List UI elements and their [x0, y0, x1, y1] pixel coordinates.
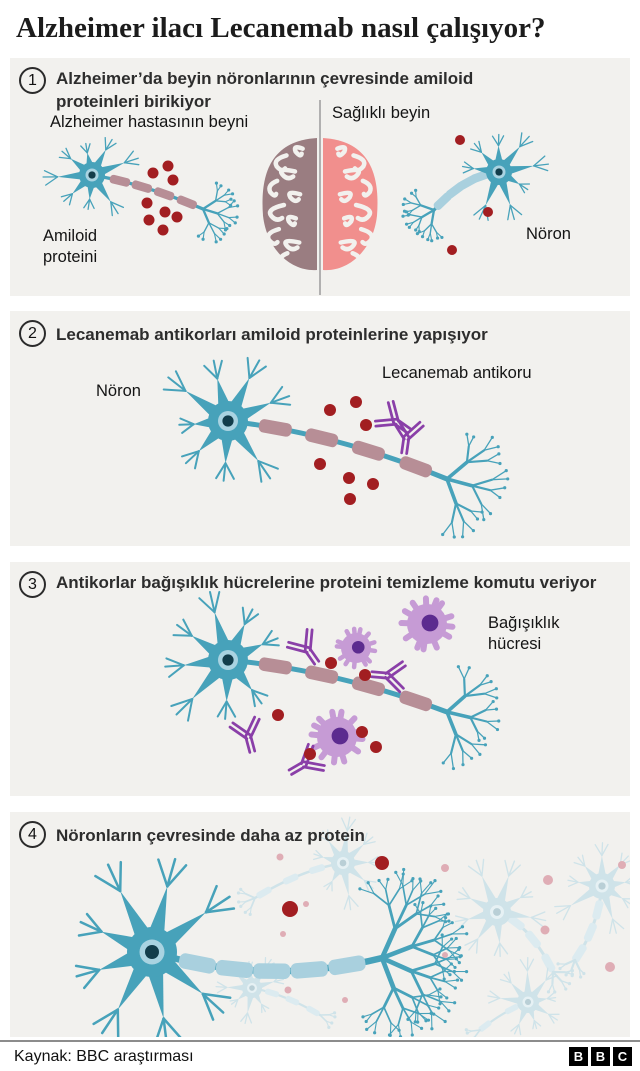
panel-1-illustration [10, 58, 550, 295]
neuron-illustration [74, 857, 469, 1037]
axon-segment [290, 961, 328, 979]
amyloid-dots [272, 657, 382, 760]
axon-segment [525, 930, 541, 949]
antibody-icon [287, 742, 326, 776]
bbc-logo-letter: B [591, 1047, 610, 1066]
axon-segment [433, 192, 452, 210]
step-2-badge: 2 [19, 320, 46, 347]
axon-segment [592, 900, 604, 920]
axon-segment [256, 886, 272, 899]
axon-segment [351, 440, 385, 461]
axon-segment [131, 180, 153, 193]
label-amyloid-protein: Amiloid proteini [43, 227, 98, 266]
page-title: Alzheimer ilacı Lecanemab nasıl çalışıyo… [16, 12, 546, 44]
axon-segment [583, 922, 597, 942]
amyloid-dots [447, 135, 493, 255]
footer-divider [0, 1040, 640, 1042]
panel-step-1: 1 Alzheimer’da beyin nöronlarının çevres… [10, 58, 630, 296]
axon-segment [308, 864, 325, 875]
antibody-icon [285, 627, 321, 666]
step-4-heading: Nöronların çevresinde daha az protein [56, 826, 365, 845]
step-3-heading: Antikorlar bağışıklık hücrelerine protei… [56, 573, 597, 592]
neuron-illustration [162, 356, 510, 539]
step-4-badge: 4 [19, 821, 46, 848]
panel-step-2: 2 Lecanemab antikorları amiloid proteinl… [10, 311, 630, 546]
step-1-heading: Alzheimer’da beyin nöronlarının çevresin… [56, 69, 474, 111]
axon-segment [478, 1020, 492, 1032]
neuron-illustration [554, 842, 630, 979]
brain-half-illustration [323, 138, 378, 271]
neuron-illustration [464, 957, 560, 1037]
bbc-logo-letter: B [569, 1047, 588, 1066]
label-neuron: Nöron [96, 382, 141, 400]
label-lecanemab-antibody: Lecanemab antikoru [382, 364, 532, 382]
label-immune-cell: Bağışıklık hücresi [488, 614, 560, 653]
label-healthy-brain: Sağlıklı beyin [332, 104, 431, 122]
step-number: 3 [28, 575, 37, 593]
axon-segment [399, 690, 433, 712]
antibody-icon [228, 715, 261, 754]
bbc-logo: B B C [569, 1047, 632, 1066]
panel-step-4: 4 Nöronların çevresinde daha az protein [10, 812, 630, 1037]
neuron-illustration [42, 137, 240, 244]
panel-4-illustration [74, 816, 630, 1037]
neuron-illustration [236, 816, 381, 916]
axon-segment [305, 665, 339, 684]
axon-segment [305, 428, 339, 448]
axon-segment [215, 959, 254, 978]
axon-segment [445, 182, 465, 199]
amyloid-dots [314, 396, 379, 505]
faded-amyloid-dots [276, 853, 626, 1003]
neuron-illustration [164, 591, 501, 771]
axon-segment [282, 873, 299, 885]
axon-segment [399, 456, 433, 478]
step-number: 1 [28, 71, 37, 89]
bbc-logo-letter: C [613, 1047, 632, 1066]
immune-cell-icon [334, 626, 378, 670]
axon-segment [153, 187, 175, 201]
axon-segment [328, 955, 366, 976]
neuron-illustration [454, 858, 575, 994]
panel-2-illustration [10, 311, 510, 539]
axon-segment [178, 953, 216, 974]
immune-cell-icon [308, 708, 366, 766]
axon-segment [285, 995, 300, 1006]
antibody-icon [370, 660, 407, 694]
step-number: 2 [28, 324, 37, 342]
axon-segment [507, 914, 525, 931]
antibody-icon [391, 417, 425, 455]
label-neuron: Nöron [526, 225, 571, 243]
amyloid-dots [141, 160, 183, 236]
label-patient-brain: Alzheimer hastasının beyni [50, 113, 249, 131]
axon-segment [306, 1005, 320, 1017]
axon-segment [572, 944, 587, 963]
axon-segment [253, 963, 291, 980]
amyloid-dots [282, 856, 389, 917]
axon-segment [504, 1004, 519, 1015]
brain-half-illustration [262, 138, 317, 271]
neuron-illustration [401, 132, 550, 243]
axon-segment [264, 988, 280, 998]
step-2-heading: Lecanemab antikorları amiloid proteinler… [56, 325, 488, 344]
step-3-badge: 3 [19, 571, 46, 598]
axon-segment [109, 174, 131, 187]
step-1-badge: 1 [19, 67, 46, 94]
panel-3-illustration [10, 562, 501, 776]
source-credit: Kaynak: BBC araştırması [14, 1048, 194, 1065]
panel-step-3: 3 Antikorlar bağışıklık hücrelerine prot… [10, 562, 630, 796]
axon-segment [258, 657, 292, 675]
immune-cell-icon [398, 595, 456, 653]
step-number: 4 [28, 825, 37, 843]
axon-segment [258, 419, 292, 437]
axon-segment [176, 195, 197, 210]
axon-segment [541, 953, 556, 973]
axon-segment [351, 676, 385, 697]
